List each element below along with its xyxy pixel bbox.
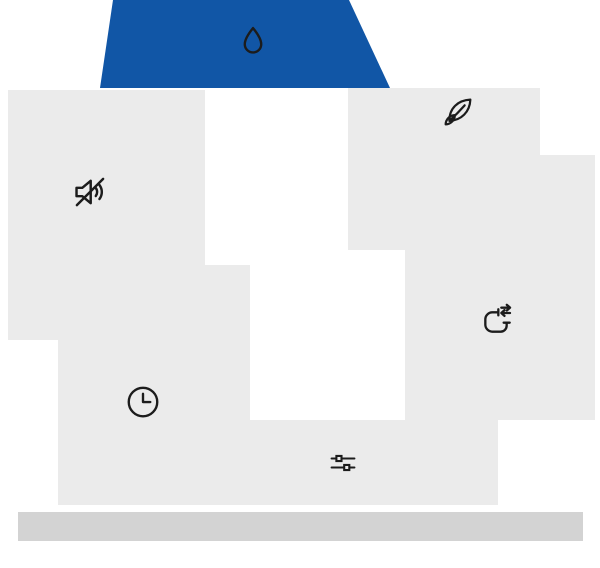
- sliders-options-icon: [330, 454, 356, 472]
- water-banner-tab[interactable]: [100, 0, 390, 88]
- hose-swap-icon: [484, 303, 512, 333]
- speaker-mute-icon: [75, 177, 105, 207]
- water-drop-icon: [243, 26, 263, 54]
- bottom-bar: [18, 512, 583, 541]
- clock-icon: [127, 386, 159, 418]
- leaf-eco-icon: [444, 98, 472, 126]
- panel-options[interactable]: [205, 420, 498, 505]
- panel-hose-swap[interactable]: [405, 155, 595, 420]
